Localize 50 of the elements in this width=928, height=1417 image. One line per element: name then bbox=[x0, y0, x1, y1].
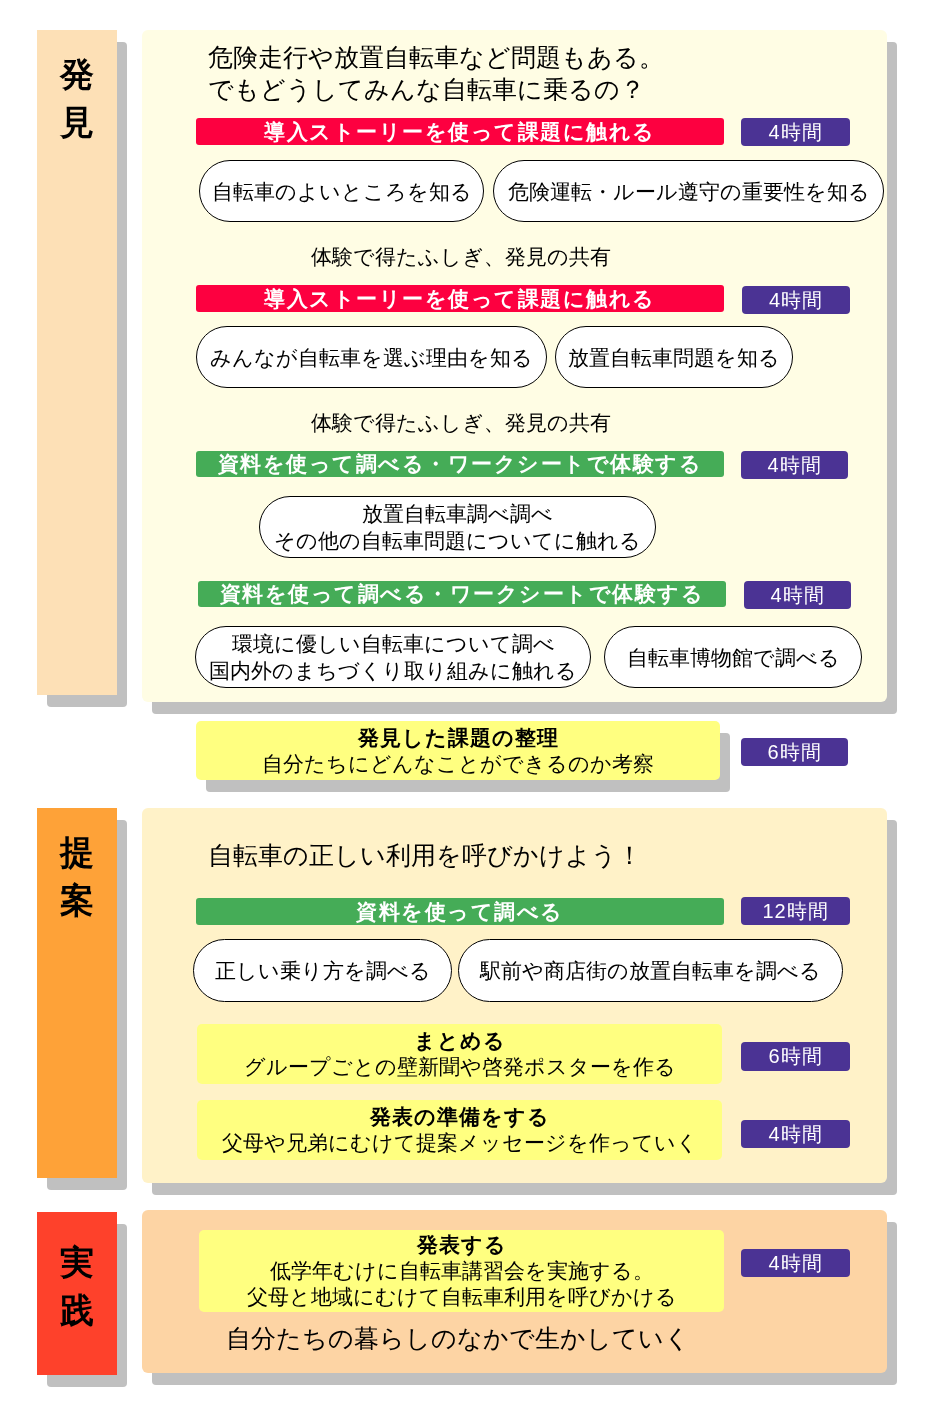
duration-badge: 4時間 bbox=[744, 581, 851, 609]
note-text: 体験で得たふしぎ、発見の共有 bbox=[311, 410, 611, 436]
duration-badge: 6時間 bbox=[741, 1042, 850, 1071]
duration-badge: 4時間 bbox=[741, 1249, 850, 1277]
activity-bar: 導入ストーリーを使って課題に触れる bbox=[196, 118, 724, 145]
box-text: 低学年むけに自転車講習会を実施する。 bbox=[269, 1258, 654, 1284]
task-text: その他の自転車問題についてに触れる bbox=[274, 528, 641, 554]
section-panel bbox=[142, 808, 887, 1183]
task-pill: 自転車のよいところを知る bbox=[199, 160, 484, 222]
summary-box bbox=[196, 721, 720, 780]
task-pill: 危険運転・ルール遵守の重要性を知る bbox=[493, 160, 884, 222]
activity-bar: 資料を使って調べる・ワークシートで体験する bbox=[198, 581, 726, 607]
box-text: 父母と地域にむけて自転車利用を呼びかける bbox=[246, 1284, 677, 1310]
summary-box bbox=[197, 1024, 722, 1084]
closing-text: 自分たちの暮らしのなかで生かしていく bbox=[226, 1323, 690, 1354]
duration-badge: 4時間 bbox=[742, 286, 850, 314]
summary-box bbox=[199, 1230, 724, 1312]
task-pill: 自転車博物館で調べる bbox=[604, 626, 862, 688]
stage-band: 発見 bbox=[37, 30, 117, 695]
note-text: 体験で得たふしぎ、発見の共有 bbox=[311, 244, 611, 270]
box-title: 発表する bbox=[416, 1232, 507, 1258]
heading-text: でもどうしてみんな自転車に乗るの？ bbox=[208, 74, 645, 105]
task-text: 放置自転車調べ調べ bbox=[362, 501, 553, 527]
stage-band: 実践 bbox=[37, 1212, 117, 1375]
activity-bar: 資料を使って調べる bbox=[196, 898, 724, 925]
task-pill: 駅前や商店街の放置自転車を調べる bbox=[458, 939, 843, 1002]
activity-bar: 資料を使って調べる・ワークシートで体験する bbox=[196, 451, 724, 477]
activity-bar: 導入ストーリーを使って課題に触れる bbox=[196, 285, 724, 312]
box-text: 父母や兄弟にむけて提案メッセージを作っていく bbox=[221, 1130, 698, 1156]
box-title: まとめる bbox=[413, 1028, 506, 1054]
section-panel bbox=[142, 1210, 887, 1373]
task-text: 環境に優しい自転車について調べ bbox=[231, 631, 555, 657]
duration-badge: 12時間 bbox=[741, 897, 850, 925]
task-pill: 正しい乗り方を調べる bbox=[193, 939, 452, 1002]
box-title: 発見した課題の整理 bbox=[357, 724, 559, 751]
section-panel bbox=[142, 30, 887, 702]
summary-box bbox=[197, 1100, 722, 1160]
task-text: 国内外のまちづくり取り組みに触れる bbox=[209, 658, 577, 684]
duration-badge: 4時間 bbox=[741, 1120, 850, 1148]
duration-badge: 4時間 bbox=[741, 451, 848, 479]
box-text: 自分たちにどんなことができるのか考察 bbox=[262, 750, 654, 777]
box-text: グループごとの壁新聞や啓発ポスターを作る bbox=[243, 1054, 676, 1080]
heading-text: 自転車の正しい利用を呼びかけよう！ bbox=[208, 840, 642, 871]
task-pill: 放置自転車問題を知る bbox=[555, 326, 793, 388]
duration-badge: 4時間 bbox=[741, 118, 850, 146]
box-title: 発表の準備をする bbox=[369, 1104, 550, 1130]
duration-badge: 6時間 bbox=[741, 738, 848, 766]
task-pill: みんなが自転車を選ぶ理由を知る bbox=[196, 326, 547, 388]
heading-text: 危険走行や放置自転車など問題もある。 bbox=[208, 42, 664, 73]
stage-band: 提案 bbox=[37, 808, 117, 1178]
